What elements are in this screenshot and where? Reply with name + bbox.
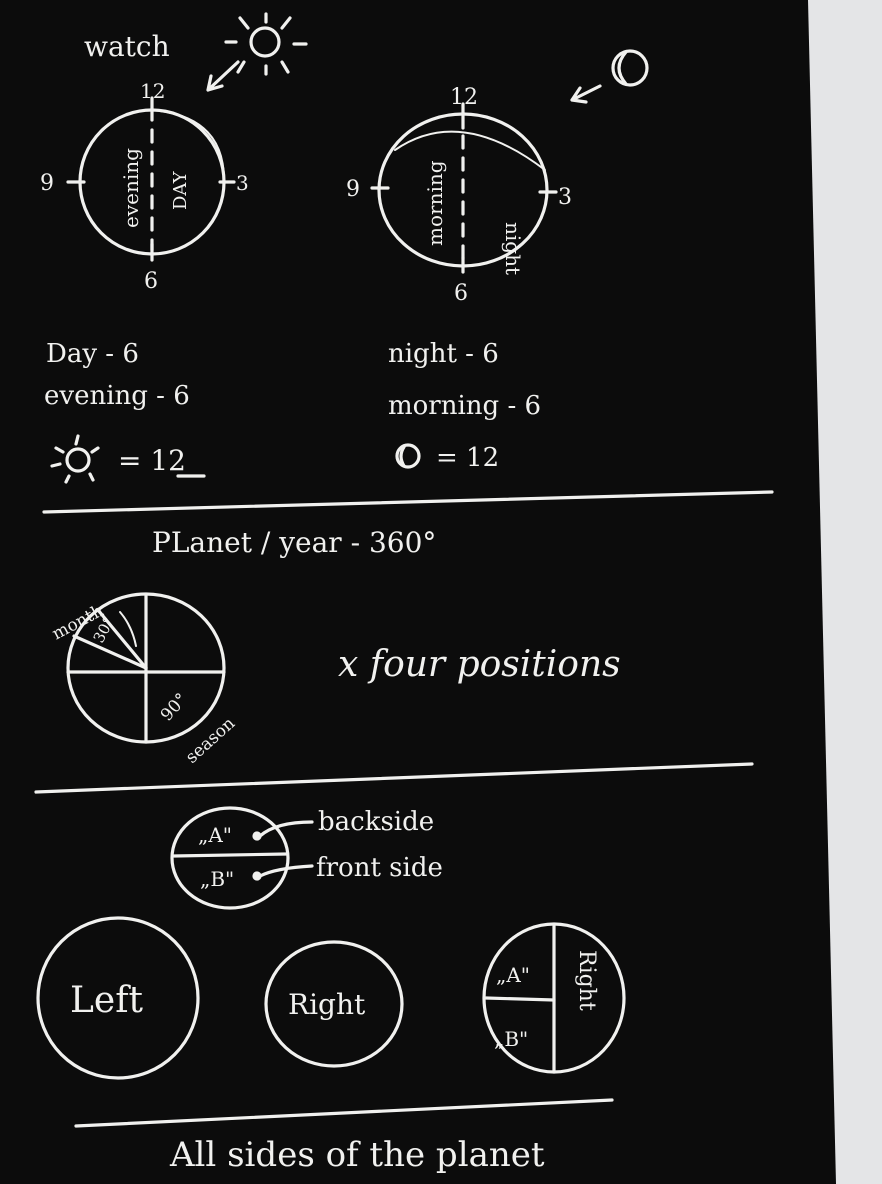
- clock-day-evening: [66, 96, 236, 262]
- all-sides-caption: All sides of the planet: [169, 1135, 545, 1175]
- moon-icon-small: [395, 443, 421, 469]
- right-clock-9: 9: [346, 177, 360, 202]
- side-a-label: „A": [198, 823, 232, 847]
- planet-year-pie: [66, 592, 226, 744]
- left-clock-evening: evening: [119, 148, 143, 228]
- right-clock-3: 3: [558, 185, 572, 210]
- right-position-circle: [264, 940, 404, 1068]
- divider-1: [42, 490, 774, 514]
- note-day: Day - 6: [46, 339, 139, 369]
- note-evening: evening - 6: [44, 381, 190, 411]
- arrow-to-left-clock: [206, 60, 240, 92]
- note-moon-equals: = 12: [436, 443, 499, 473]
- side-b-label: „B": [200, 867, 234, 891]
- left-clock-3: 3: [236, 171, 249, 195]
- clock-night-morning: [370, 102, 558, 274]
- left-clock-6: 6: [144, 269, 158, 294]
- note-sun-equals: = 12: [118, 444, 186, 477]
- right-clock-night: night: [501, 222, 525, 275]
- left-clock-9: 9: [40, 171, 54, 196]
- divider-2: [34, 762, 754, 794]
- position-right-label: Right: [288, 988, 366, 1021]
- four-positions-label: x four positions: [338, 644, 621, 685]
- note-morning: morning - 6: [388, 391, 541, 421]
- sun-icon-small: [50, 434, 100, 484]
- mixed-position-circle: [482, 922, 626, 1074]
- divider-3: [74, 1098, 614, 1128]
- left-position-circle: [36, 916, 200, 1080]
- backside-label: backside: [318, 807, 434, 837]
- moon-icon-top: [611, 49, 649, 87]
- right-clock-12: 12: [450, 85, 478, 110]
- mixed-a-label: „A": [496, 963, 530, 987]
- black-paper: [0, 0, 836, 1184]
- left-clock-12: 12: [140, 79, 165, 103]
- position-left-label: Left: [70, 980, 144, 1021]
- right-clock-morning: morning: [423, 160, 447, 246]
- watch-title: watch: [84, 30, 170, 63]
- sun-icon-top: [224, 12, 308, 76]
- front-side-label: front side: [316, 853, 443, 883]
- mixed-b-label: „B": [494, 1027, 528, 1051]
- note-night: night - 6: [388, 339, 499, 369]
- sides-diagram: [170, 806, 314, 910]
- arrow-to-right-clock: [570, 84, 602, 104]
- right-clock-6: 6: [454, 281, 468, 306]
- mixed-right-label: Right: [574, 950, 599, 1011]
- planet-year-heading: PLanet / year - 360°: [152, 526, 436, 559]
- left-clock-day: DAY: [170, 170, 191, 210]
